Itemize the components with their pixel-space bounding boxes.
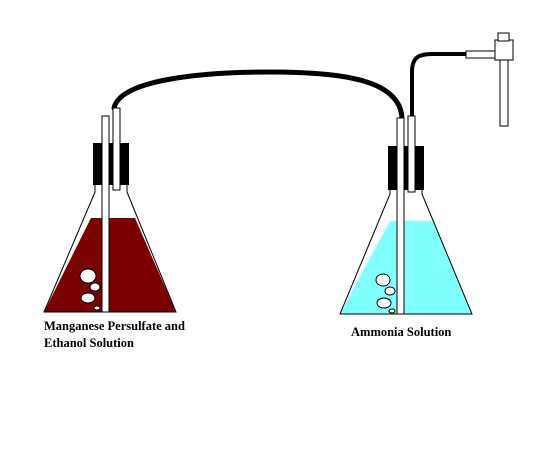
stopcock-icon (465, 32, 514, 127)
left-liquid (44, 218, 176, 312)
right-flask-icon (339, 115, 473, 315)
right-short-tube (407, 115, 416, 193)
left-label-line1: Manganese Persulfate and (44, 319, 185, 333)
left-short-tube (112, 107, 121, 191)
left-flask-icon (43, 107, 177, 313)
left-flask-label: Manganese Persulfate and Ethanol Solutio… (44, 318, 185, 352)
connecting-tube (111, 69, 405, 121)
left-stopper (93, 143, 129, 185)
right-liquid (340, 221, 472, 314)
right-long-tube (396, 117, 405, 315)
left-long-tube (101, 115, 110, 313)
right-stopper (388, 146, 424, 190)
left-bubbles (79, 268, 101, 311)
outlet-tube (410, 52, 470, 120)
right-flask-label: Ammonia Solution (351, 325, 452, 339)
left-label-line2: Ethanol Solution (44, 336, 134, 350)
right-bubbles (375, 273, 396, 314)
